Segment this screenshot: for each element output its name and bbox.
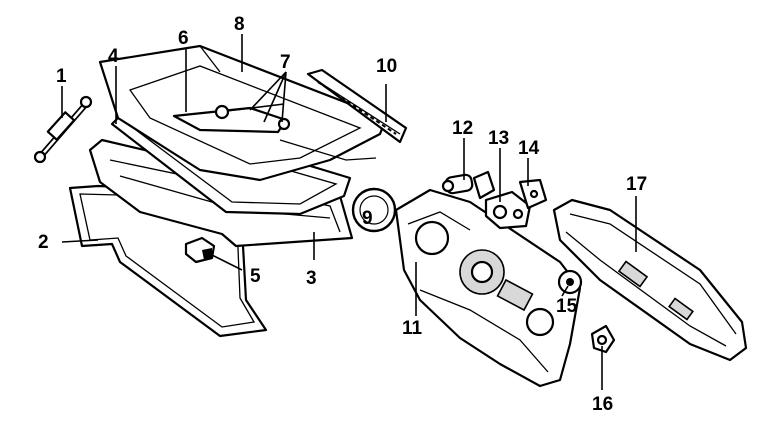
latch-clip-part <box>590 324 616 354</box>
bumper-trim-part <box>552 198 748 362</box>
callout-17: 17 <box>626 174 647 195</box>
callout-14: 14 <box>518 138 540 159</box>
ring-seal-part <box>351 187 397 233</box>
callout-15: 15 <box>556 296 578 317</box>
bracket-part <box>518 178 548 210</box>
callout-labels: 1 2 3 4 5 6 7 8 9 10 11 12 13 14 15 16 1… <box>38 14 647 415</box>
callout-11: 11 <box>402 318 423 339</box>
callout-4: 4 <box>108 46 119 67</box>
wiper-assembly-part <box>172 103 291 134</box>
lock-cylinder-part <box>441 170 496 200</box>
callout-13: 13 <box>488 128 509 149</box>
gas-strut-part <box>33 95 93 164</box>
callout-9: 9 <box>362 208 373 229</box>
lock-mechanism-part <box>484 190 532 230</box>
callout-2: 2 <box>38 232 49 253</box>
callout-8: 8 <box>234 14 245 35</box>
callout-16: 16 <box>592 394 613 415</box>
callout-7: 7 <box>280 52 291 73</box>
callout-10: 10 <box>376 56 397 77</box>
spoiler-strip-part <box>306 68 408 144</box>
lock-carrier-part <box>394 188 582 388</box>
callout-12: 12 <box>452 118 473 139</box>
small-block-part <box>184 236 216 264</box>
round-plug-part <box>557 269 583 295</box>
leader-lines <box>61 34 637 390</box>
callout-3: 3 <box>306 268 317 289</box>
callout-1: 1 <box>56 66 67 87</box>
callout-6: 6 <box>178 28 189 49</box>
callout-5: 5 <box>250 266 261 287</box>
